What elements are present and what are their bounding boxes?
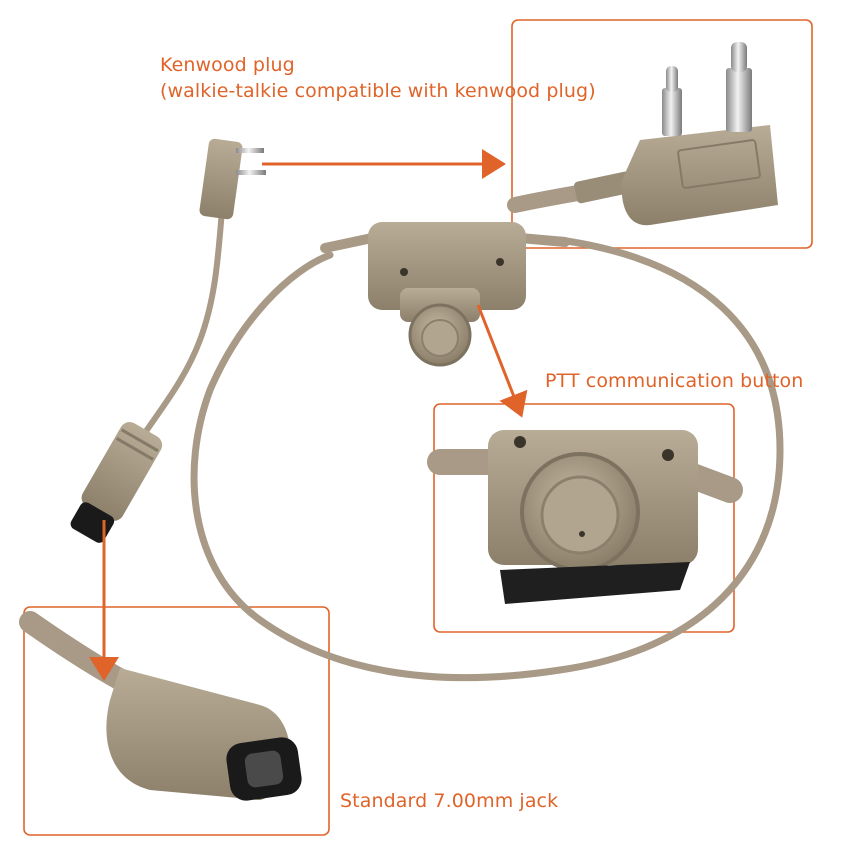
jack-inset-frame <box>23 606 330 836</box>
kenwood-plug-closeup <box>507 42 778 226</box>
small-kenwood-plug <box>199 138 266 220</box>
ptt-button-label: PTT communication button <box>545 370 804 392</box>
ptt-closeup <box>427 430 743 604</box>
ptt-arrow <box>476 304 528 418</box>
small-jack-connector <box>70 422 163 543</box>
kenwood-inset-frame <box>511 19 813 249</box>
kenwood-plug-label: Kenwood plug (walkie-talkie compatible w… <box>160 52 596 104</box>
ptt-unit-main <box>320 222 570 367</box>
kenwood-plug-subtitle: (walkie-talkie compatible with kenwood p… <box>160 80 596 102</box>
ptt-inset-frame <box>433 403 735 633</box>
standard-jack-label: Standard 7.00mm jack <box>340 790 559 812</box>
loop-cable <box>190 236 784 682</box>
kenwood-plug-title: Kenwood plug <box>160 54 295 76</box>
plug-cable <box>137 207 225 443</box>
jack-closeup <box>19 611 302 801</box>
